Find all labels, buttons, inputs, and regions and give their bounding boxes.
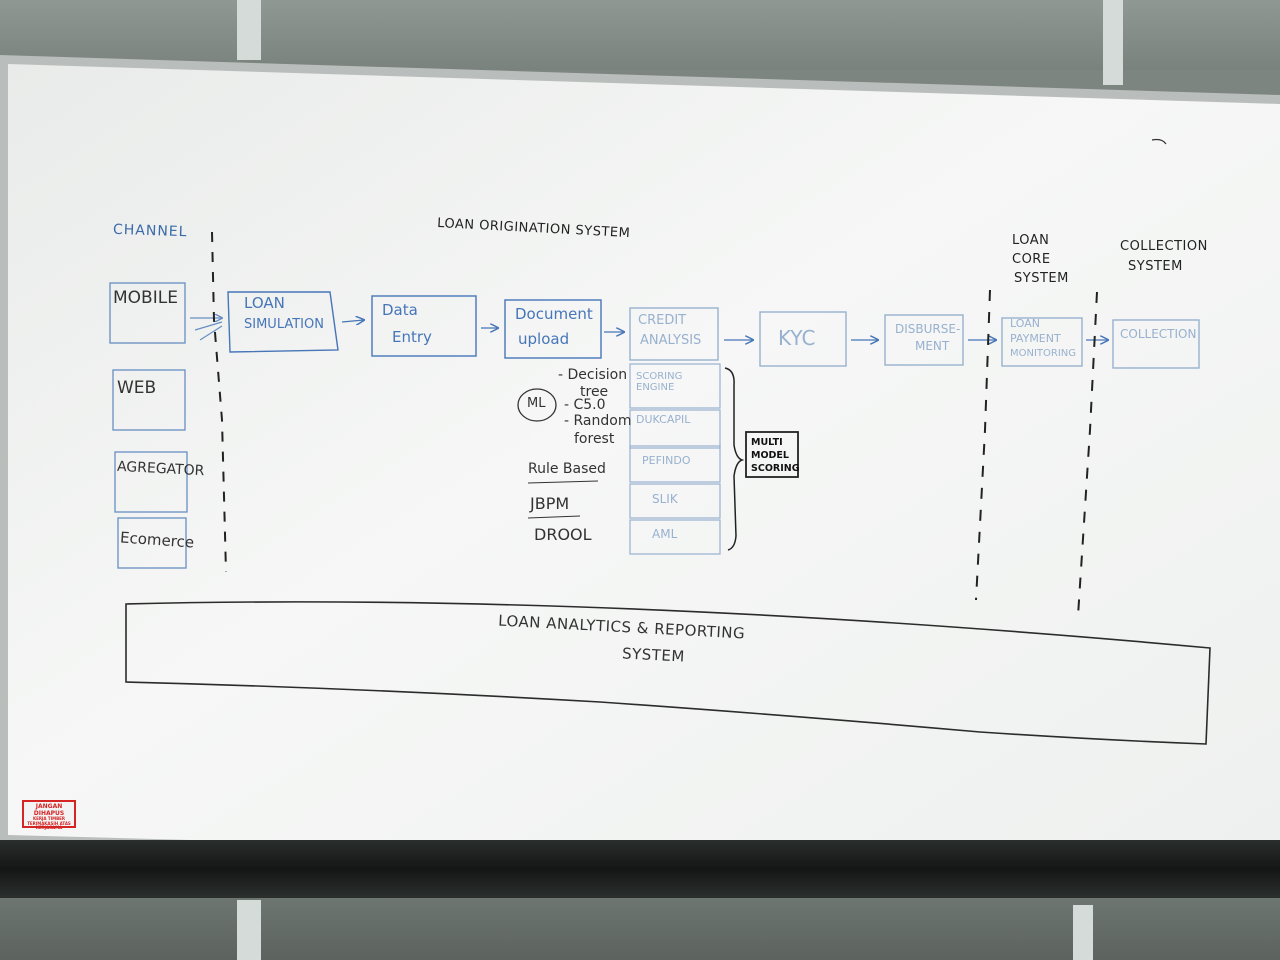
jbpm-label: JBPM: [530, 494, 570, 513]
floor-area: [0, 895, 1280, 960]
collection-box: [1112, 319, 1200, 369]
disbursement-box: [884, 314, 964, 366]
multi-model-label-1: MULTI: [751, 437, 783, 448]
window-strip-left: [237, 0, 261, 60]
sticker-line-2: KERJA TIMBER: [33, 816, 65, 822]
analytics-box: [125, 601, 1211, 745]
ml-decision-2: tree: [580, 384, 609, 400]
channel-boxes: [109, 282, 188, 569]
data-entry-box: [371, 295, 477, 357]
collection-heading-1: COLLECTION: [1120, 239, 1208, 254]
core-divider-right: [1077, 291, 1098, 617]
lcs-heading-1: LOAN: [1012, 233, 1050, 248]
ml-random-2: forest: [574, 431, 615, 447]
credit-analysis-label-2: ANALYSIS: [640, 333, 702, 348]
loan-payment-box: [1001, 317, 1083, 367]
core-divider-left: [975, 289, 991, 601]
ml-random-1: - Random: [564, 413, 632, 429]
ml-badge: ML: [527, 396, 546, 411]
multi-model-label-3: SCORING: [751, 463, 800, 474]
rule-based-label: Rule Based: [528, 461, 606, 477]
document-upload-box: [504, 299, 602, 359]
channel-web: WEB: [117, 378, 157, 398]
disbursement-label-2: MENT: [915, 339, 950, 353]
doc-upload-label-2: upload: [518, 330, 570, 348]
scoring-engine-label: SCORING ENGINE: [636, 371, 683, 393]
scoring-stack: [629, 363, 721, 555]
marker-tray: [0, 840, 1280, 898]
loan-payment-label-3: MONITORING: [1010, 348, 1077, 359]
loan-payment-label-2: PAYMENT: [1010, 332, 1061, 345]
ml-c50: - C5.0: [564, 397, 606, 413]
loan-simulation-label-2: SIMULATION: [244, 317, 324, 332]
arrow-sim-to-entry: [341, 320, 364, 322]
channel-heading: CHANNEL: [112, 221, 188, 241]
wall-background: [0, 0, 1280, 70]
aml-label: AML: [652, 527, 678, 541]
analytics-title-2: SYSTEM: [621, 644, 686, 666]
multi-model-brace: [724, 367, 745, 551]
do-not-erase-sticker: JANGAN DIHAPUS KERJA TIMBER TERIMAKASIH …: [22, 800, 76, 830]
loan-simulation-label-1: LOAN: [244, 294, 285, 312]
disbursement-label-1: DISBURSE-: [895, 322, 961, 336]
kyc-label: KYC: [778, 326, 816, 350]
lcs-heading-2: CORE: [1012, 252, 1051, 267]
drool-label: DROOL: [534, 525, 592, 544]
kyc-box: [759, 311, 847, 367]
dukcapil-label: DUKCAPIL: [636, 413, 691, 426]
channel-divider: [211, 231, 227, 573]
sticker-line-1: JANGAN DIHAPUS: [33, 803, 65, 817]
credit-analysis-label-1: CREDIT: [638, 313, 687, 328]
slik-label: SLIK: [652, 492, 678, 506]
ml-circle: [517, 388, 557, 422]
window-strip-bottom-left: [237, 900, 261, 960]
collection-label: COLLECTION: [1120, 327, 1197, 341]
doc-upload-label-1: Document: [515, 305, 593, 323]
loan-payment-label-1: LOAN: [1010, 317, 1040, 330]
channel-mobile: MOBILE: [113, 288, 178, 308]
multi-model-box: [745, 431, 799, 478]
lcs-heading-3: SYSTEM: [1014, 271, 1069, 286]
window-strip-bottom-right: [1073, 905, 1093, 960]
pefindo-label: PEFINDO: [642, 454, 691, 467]
window-strip-right: [1103, 0, 1123, 85]
ml-decision-1: - Decision: [558, 367, 628, 383]
sticker-line-3: TERIMAKASIH ATAS KERJASAMA: [27, 820, 71, 830]
collection-heading-2: SYSTEM: [1128, 259, 1183, 274]
loan-simulation-box: [227, 291, 339, 353]
data-entry-label-2: Entry: [392, 328, 432, 346]
data-entry-label-1: Data: [382, 301, 418, 319]
multi-model-label-2: MODEL: [751, 450, 789, 461]
credit-analysis-box: [629, 307, 719, 361]
